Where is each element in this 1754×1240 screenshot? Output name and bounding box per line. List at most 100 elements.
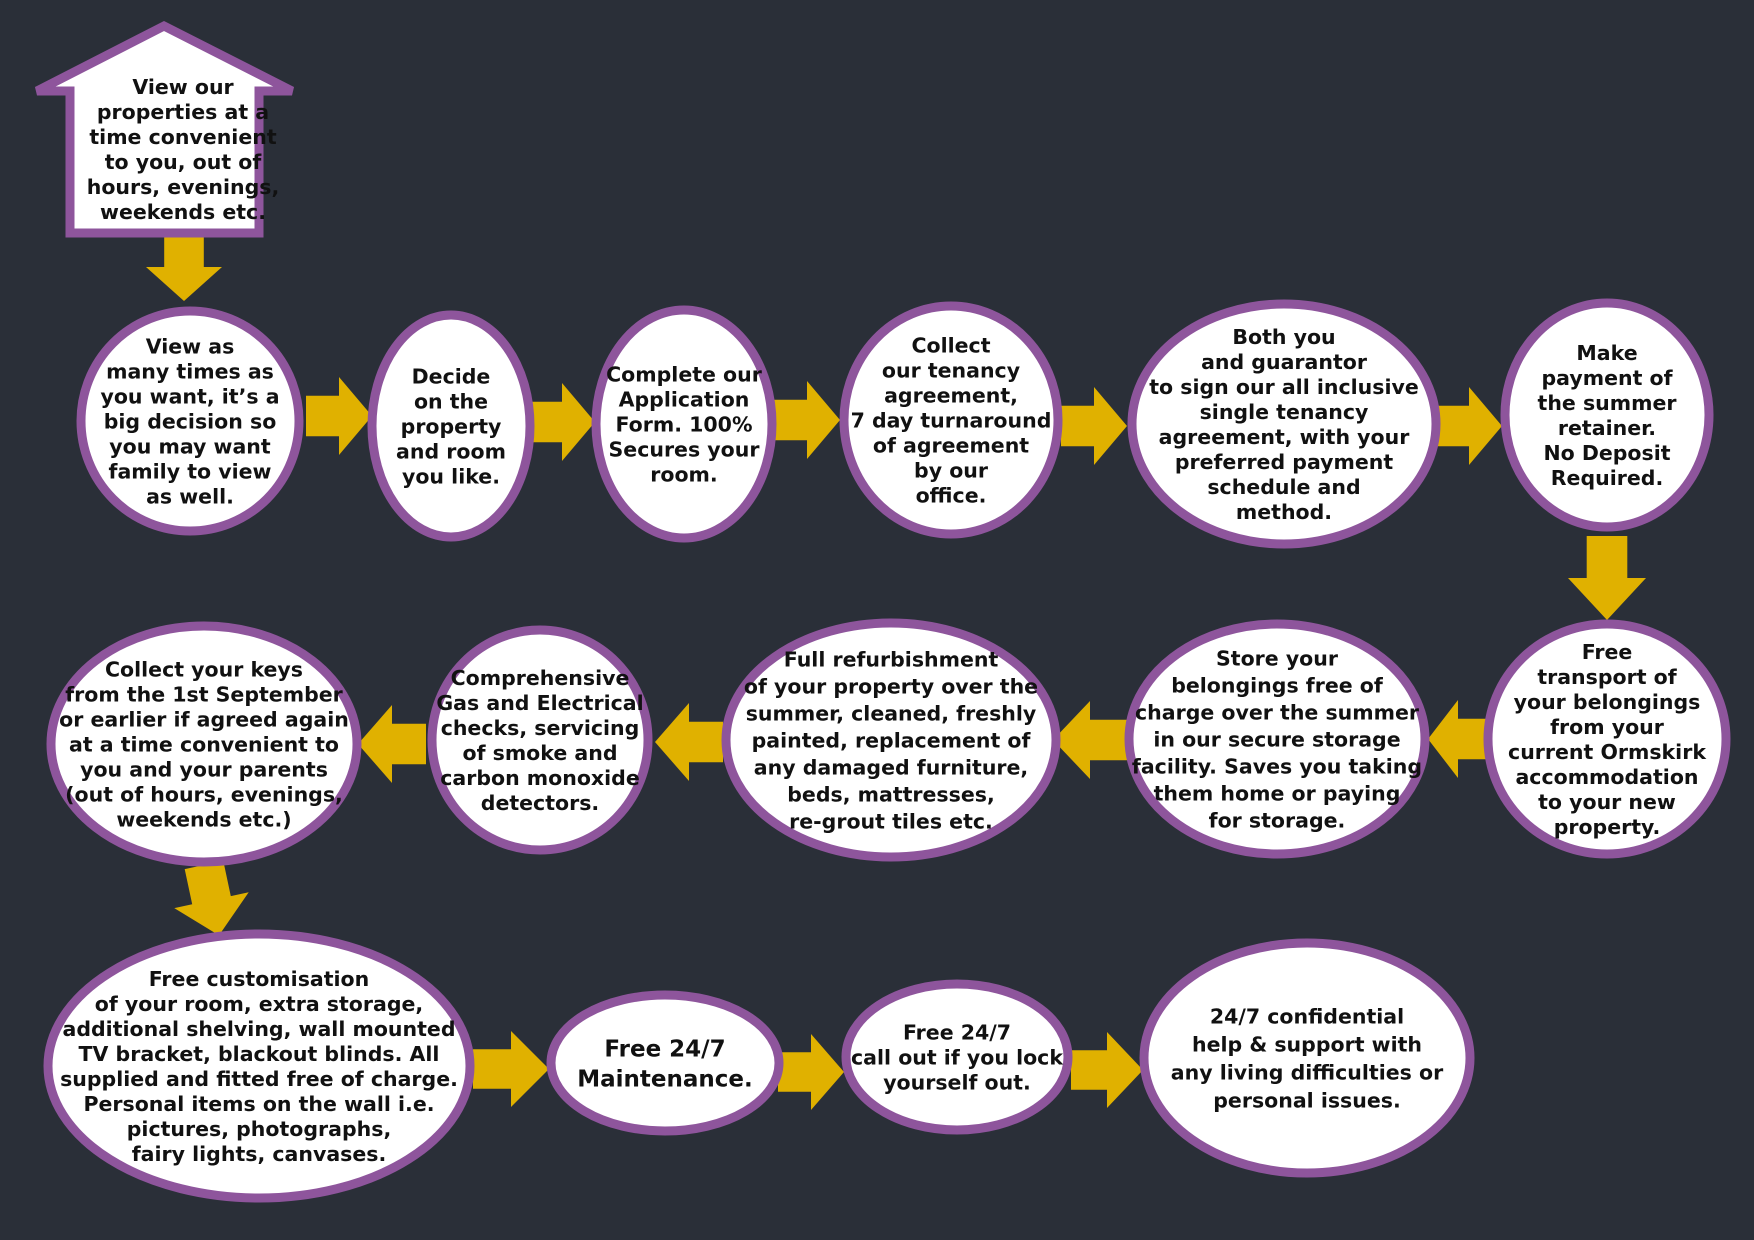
arrow-right-free-maintenance-to-free-call-out bbox=[778, 1034, 844, 1110]
step-text-line: belongings free of bbox=[1171, 673, 1384, 697]
arrow-right-collect-agreement-to-sign-agreement bbox=[1061, 387, 1127, 465]
step-text-line: for storage. bbox=[1209, 808, 1346, 832]
step-text-line: room. bbox=[650, 462, 717, 486]
step-text-line: Full refurbishment bbox=[784, 647, 999, 671]
arrow-right-free-customisation-to-free-maintenance bbox=[473, 1031, 549, 1107]
step-text-line: No Deposit bbox=[1543, 441, 1670, 465]
arrow-right-free-call-out-to-confidential-help bbox=[1071, 1032, 1143, 1108]
step-text-line: properties at a bbox=[97, 100, 269, 124]
step-text-line: Personal items on the wall i.e. bbox=[83, 1092, 434, 1116]
step-text-line: of agreement bbox=[873, 433, 1029, 457]
step-text-line: our tenancy bbox=[882, 358, 1020, 382]
arrow-down-view-properties-to-view-many-times bbox=[146, 233, 222, 301]
step-text-line: the summer bbox=[1538, 391, 1678, 415]
step-text-line: Gas and Electrical bbox=[436, 691, 643, 715]
step-text-line: Form. 100% bbox=[616, 412, 753, 436]
step-text-line: by our bbox=[914, 458, 989, 482]
step-text-line: Maintenance. bbox=[577, 1066, 753, 1092]
step-text-line: family to view bbox=[109, 459, 272, 483]
step-text-line: View as bbox=[146, 334, 235, 358]
step-text-line: from the 1st September bbox=[65, 682, 343, 706]
step-text-line: Secures your bbox=[609, 437, 761, 461]
step-text-line: summer, cleaned, freshly bbox=[746, 701, 1037, 725]
step-text-line: Free 24/7 bbox=[903, 1020, 1011, 1044]
step-text-line: fairy lights, canvases. bbox=[132, 1142, 387, 1166]
step-text-line: Free bbox=[1582, 640, 1633, 664]
step-text-line: office. bbox=[916, 483, 987, 507]
step-text-line: weekends etc.) bbox=[116, 807, 291, 831]
ellipse-shape bbox=[839, 301, 1063, 539]
step-text-line: them home or paying bbox=[1154, 781, 1401, 805]
step-text-line: to you, out of bbox=[105, 150, 263, 174]
step-text-line: detectors. bbox=[481, 791, 599, 815]
step-text-line: single tenancy bbox=[1200, 400, 1369, 424]
step-text-line: Both you bbox=[1232, 325, 1335, 349]
arrow-right-view-many-times-to-decide-property bbox=[306, 377, 372, 455]
ellipse-shape bbox=[76, 306, 304, 536]
step-text-line: carbon monoxide bbox=[440, 766, 640, 790]
arrow-down-summer-retainer-to-free-transport bbox=[1568, 536, 1646, 620]
step-text-line: as well. bbox=[146, 484, 234, 508]
step-text-line: method. bbox=[1236, 500, 1332, 524]
step-text-line: schedule and bbox=[1207, 475, 1360, 499]
step-text-line: from your bbox=[1550, 715, 1665, 739]
ellipse-shape bbox=[367, 310, 535, 542]
step-text-line: on the bbox=[414, 389, 488, 413]
step-text-line: preferred payment bbox=[1175, 450, 1394, 474]
arrow-left-full-refurbishment-to-gas-electrical-checks bbox=[655, 703, 723, 781]
step-text-line: hours, evenings, bbox=[87, 175, 280, 199]
step-text-line: time convenient bbox=[89, 125, 276, 149]
step-text-line: you may want bbox=[109, 434, 271, 458]
step-text-line: re-grout tiles etc. bbox=[789, 809, 993, 833]
step-text-line: call out if you lock bbox=[851, 1045, 1064, 1069]
step-text-line: facility. Saves you taking bbox=[1132, 754, 1422, 778]
arrow-right-decide-property-to-application-form bbox=[529, 383, 595, 461]
step-text-line: current Ormskirk bbox=[1508, 740, 1707, 764]
arrow-left-gas-electrical-checks-to-collect-keys bbox=[358, 705, 426, 783]
ellipse-shape bbox=[1127, 299, 1441, 549]
step-text-line: Collect bbox=[911, 333, 990, 357]
step-text-line: your belongings bbox=[1514, 690, 1701, 714]
step-text-line: accommodation bbox=[1515, 765, 1698, 789]
step-text-line: charge over the summer bbox=[1135, 700, 1420, 724]
ellipse-shape bbox=[841, 979, 1073, 1135]
step-text-line: Free 24/7 bbox=[604, 1036, 725, 1062]
step-text-line: View our bbox=[132, 75, 234, 99]
step-text-line: checks, servicing bbox=[441, 716, 640, 740]
step-text-line: big decision so bbox=[104, 409, 277, 433]
arrow-left-free-transport-to-free-storage bbox=[1428, 700, 1488, 778]
step-text-line: to your new bbox=[1538, 790, 1676, 814]
ellipse-shape bbox=[1483, 619, 1731, 859]
step-text-line: painted, replacement of bbox=[752, 728, 1032, 752]
step-text-line: any damaged furniture, bbox=[754, 755, 1028, 779]
house-shape bbox=[34, 20, 295, 238]
step-text-line: property. bbox=[1554, 815, 1661, 839]
step-text-line: help & support with bbox=[1192, 1032, 1422, 1056]
ellipse-shape bbox=[721, 618, 1061, 862]
step-text-line: Complete our bbox=[606, 362, 763, 386]
step-text-line: you want, it’s a bbox=[100, 384, 279, 408]
step-text-line: TV bracket, blackout blinds. All bbox=[79, 1042, 440, 1066]
